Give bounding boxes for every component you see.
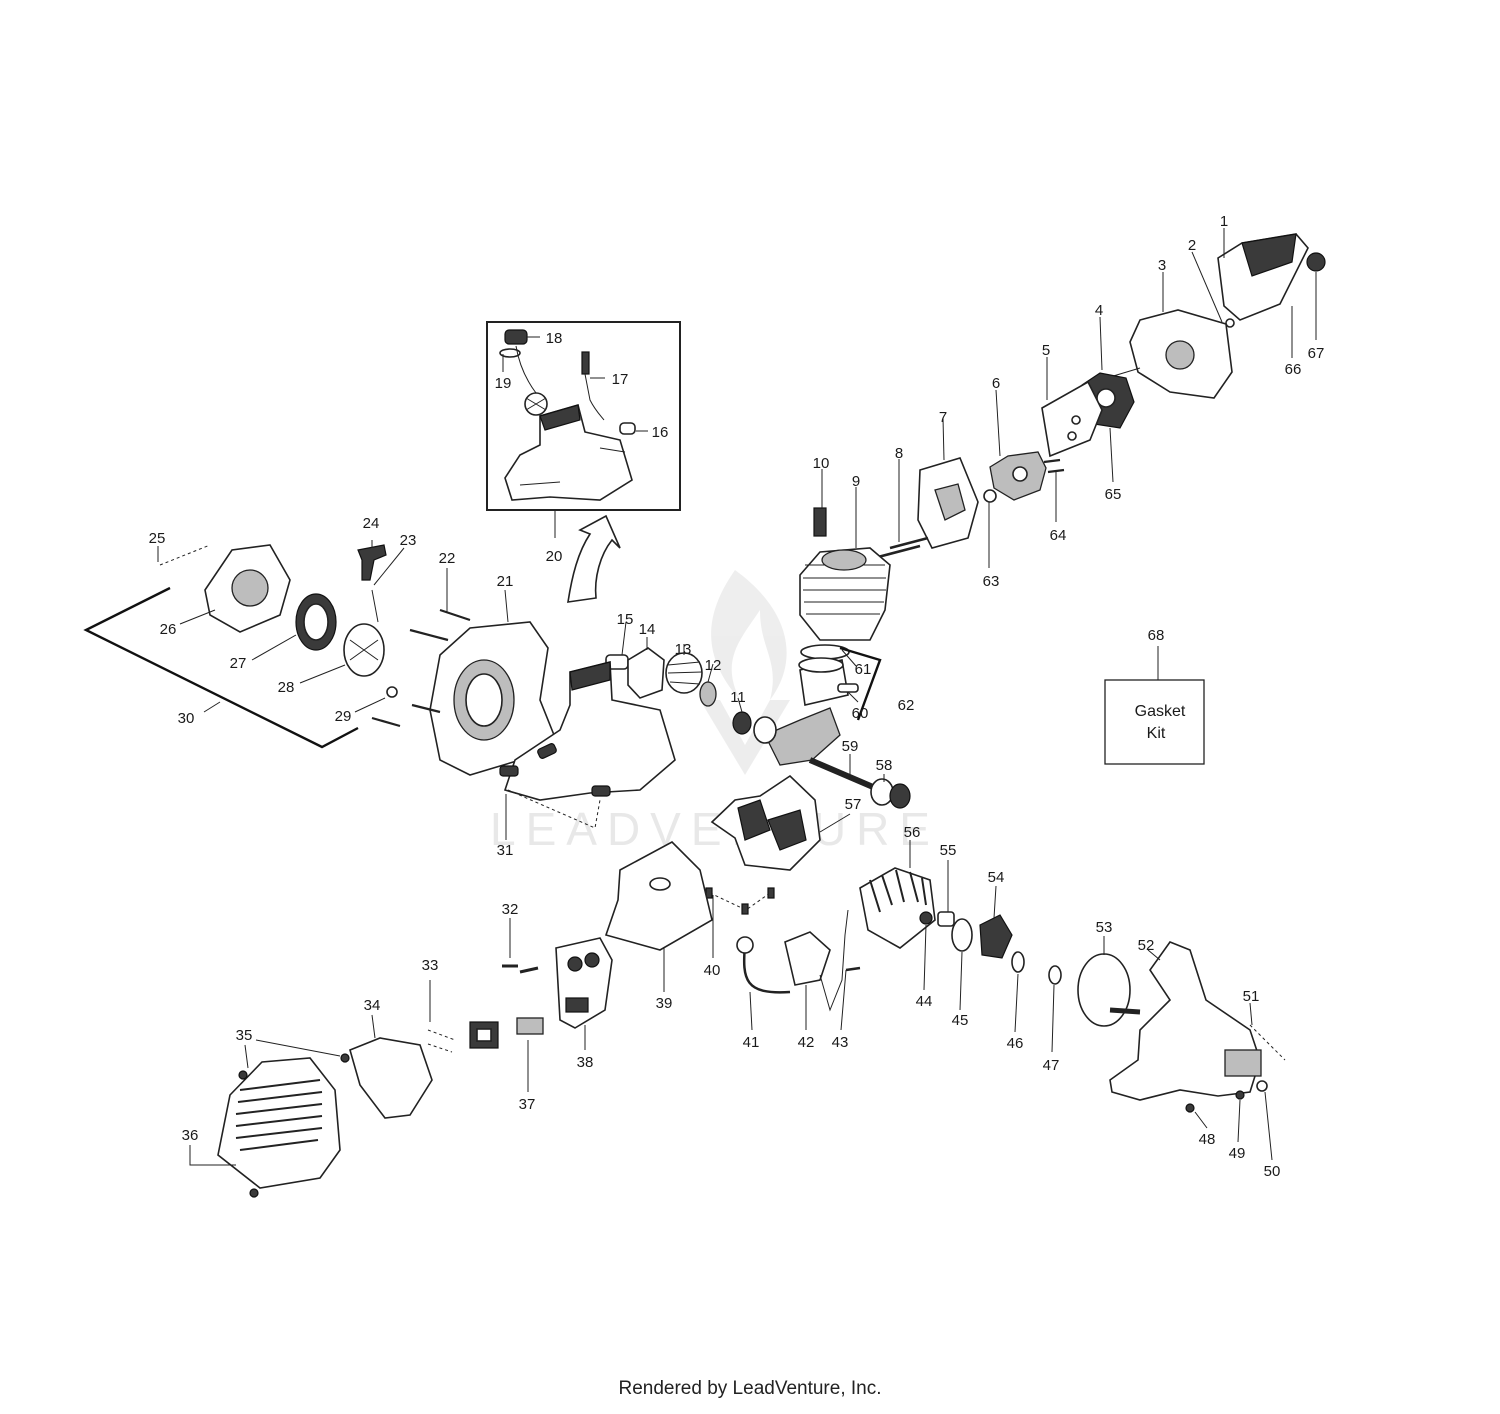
- callout-22: 22: [439, 550, 456, 567]
- gasket-kit-line2: Kit: [1147, 725, 1166, 742]
- callout-4: 4: [1095, 302, 1103, 319]
- callout-41: 41: [743, 1034, 760, 1051]
- callout-3: 3: [1158, 257, 1166, 274]
- callout-32: 32: [502, 901, 519, 918]
- callout-59: 59: [842, 738, 859, 755]
- callout-13: 13: [675, 641, 692, 658]
- callout-61: 61: [855, 661, 872, 678]
- callout-2: 2: [1188, 237, 1196, 254]
- callout-23: 23: [400, 532, 417, 549]
- callout-38: 38: [577, 1054, 594, 1071]
- callout-7: 7: [939, 409, 947, 426]
- callout-36: 36: [182, 1127, 199, 1144]
- callout-64: 64: [1050, 527, 1067, 544]
- callout-52: 52: [1138, 937, 1155, 954]
- callout-15: 15: [617, 611, 634, 628]
- callout-62: 62: [898, 697, 915, 714]
- callout-12: 12: [705, 657, 722, 674]
- callout-6: 6: [992, 375, 1000, 392]
- engine-core: [705, 507, 911, 915]
- callout-19: 19: [495, 375, 512, 392]
- lower-parts: [217, 841, 1286, 1198]
- footer-credit: Rendered by LeadVenture, Inc.: [618, 1378, 882, 1399]
- callout-21: 21: [497, 573, 514, 590]
- starter-assembly-bracket: [83, 586, 359, 749]
- callout-63: 63: [983, 573, 1000, 590]
- callout-27: 27: [230, 655, 247, 672]
- callout-14: 14: [639, 621, 656, 638]
- callout-18: 18: [546, 330, 563, 347]
- callout-29: 29: [335, 708, 352, 725]
- callout-24: 24: [363, 515, 380, 532]
- callout-17: 17: [612, 371, 629, 388]
- watermark-text: LEADVENTURE: [490, 803, 940, 855]
- callout-30: 30: [178, 710, 195, 727]
- leadventure-watermark: LEADVENTURE: [490, 570, 940, 855]
- callout-54: 54: [988, 869, 1005, 886]
- callout-58: 58: [876, 757, 893, 774]
- callout-66: 66: [1285, 361, 1302, 378]
- callout-28: 28: [278, 679, 295, 696]
- fuel-tank-inset: [486, 321, 681, 511]
- callout-42: 42: [798, 1034, 815, 1051]
- callout-11: 11: [730, 689, 746, 706]
- callout-16: 16: [652, 424, 669, 441]
- callout-57: 57: [845, 796, 862, 813]
- callout-67: 67: [1308, 345, 1325, 362]
- air-filter-assembly: [877, 233, 1326, 559]
- callout-49: 49: [1229, 1145, 1246, 1162]
- callout-26: 26: [160, 621, 177, 638]
- callout-37: 37: [519, 1096, 536, 1113]
- callout-9: 9: [852, 473, 860, 490]
- gasket-kit-line1: Gasket: [1135, 703, 1186, 720]
- callout-34: 34: [364, 997, 381, 1014]
- callout-43: 43: [832, 1034, 849, 1051]
- callout-35: 35: [236, 1027, 253, 1044]
- callout-65: 65: [1105, 486, 1122, 503]
- callout-31: 31: [497, 842, 514, 859]
- callout-51: 51: [1243, 988, 1260, 1005]
- callout-46: 46: [1007, 1035, 1024, 1052]
- callout-68: 68: [1148, 627, 1165, 644]
- callout-labels: 1 2 3 4 5 6 7 8 9 10 11 12 13 14 15 16 1…: [149, 213, 1325, 1180]
- piston-kit-bracket: [839, 646, 882, 721]
- callout-8: 8: [895, 445, 903, 462]
- callout-60: 60: [852, 705, 869, 722]
- callout-45: 45: [952, 1012, 969, 1029]
- callout-48: 48: [1199, 1131, 1216, 1148]
- callout-1: 1: [1220, 213, 1228, 230]
- callout-50: 50: [1264, 1163, 1281, 1180]
- callout-25: 25: [149, 530, 166, 547]
- inset-arrow: [567, 514, 621, 603]
- callout-44: 44: [916, 993, 933, 1010]
- callout-10: 10: [813, 455, 830, 472]
- starter-side: [159, 544, 717, 829]
- gasket-kit-box: Gasket Kit: [1104, 679, 1205, 765]
- callout-leaders: [157, 228, 1317, 1166]
- callout-55: 55: [940, 842, 957, 859]
- callout-20: 20: [546, 548, 563, 565]
- callout-47: 47: [1043, 1057, 1060, 1074]
- callout-56: 56: [904, 824, 921, 841]
- callout-40: 40: [704, 962, 721, 979]
- callout-39: 39: [656, 995, 673, 1012]
- callout-5: 5: [1042, 342, 1050, 359]
- callout-53: 53: [1096, 919, 1113, 936]
- callout-33: 33: [422, 957, 439, 974]
